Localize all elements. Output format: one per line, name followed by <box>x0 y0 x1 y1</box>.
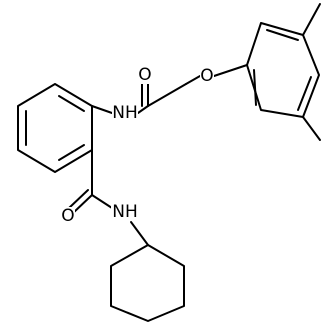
bond-nh-carbonyl-top <box>137 105 149 114</box>
bond-ring-nh-top <box>91 105 113 114</box>
atom-label-text: O <box>61 206 74 226</box>
atom-label-text: O <box>138 65 151 85</box>
bond-methyl-bottom <box>302 116 321 141</box>
bond-nh-cyclohexyl <box>130 221 149 246</box>
atom-label-nitrogen-nh-top: NH <box>112 103 138 123</box>
bond-methyl-top <box>302 3 321 36</box>
double-bond-carbonyl-bottom <box>68 189 93 214</box>
benzene-ring-left <box>17 83 93 173</box>
bond-carbonyl-nh-bottom <box>91 194 113 209</box>
atom-label-oxygen-amide-bottom: O <box>61 206 75 226</box>
atom-label-oxygen-ether: O <box>200 66 214 86</box>
atom-label-text: NH <box>112 103 138 123</box>
atom-label-nitrogen-nh-bottom: NH <box>111 202 139 222</box>
benzene-ring-right <box>246 22 320 118</box>
double-bond-carbonyl-top <box>141 82 149 107</box>
atom-label-text: O <box>200 66 213 86</box>
cyclohexane-ring <box>110 244 185 322</box>
atom-label-text: NH <box>112 202 138 222</box>
bond-carbonyl-ch2 <box>147 83 187 107</box>
bond-oxygen-aryl <box>213 64 248 77</box>
atom-label-oxygen-amide-top: O <box>138 65 152 85</box>
bond-ch2-oxygen <box>185 75 201 85</box>
